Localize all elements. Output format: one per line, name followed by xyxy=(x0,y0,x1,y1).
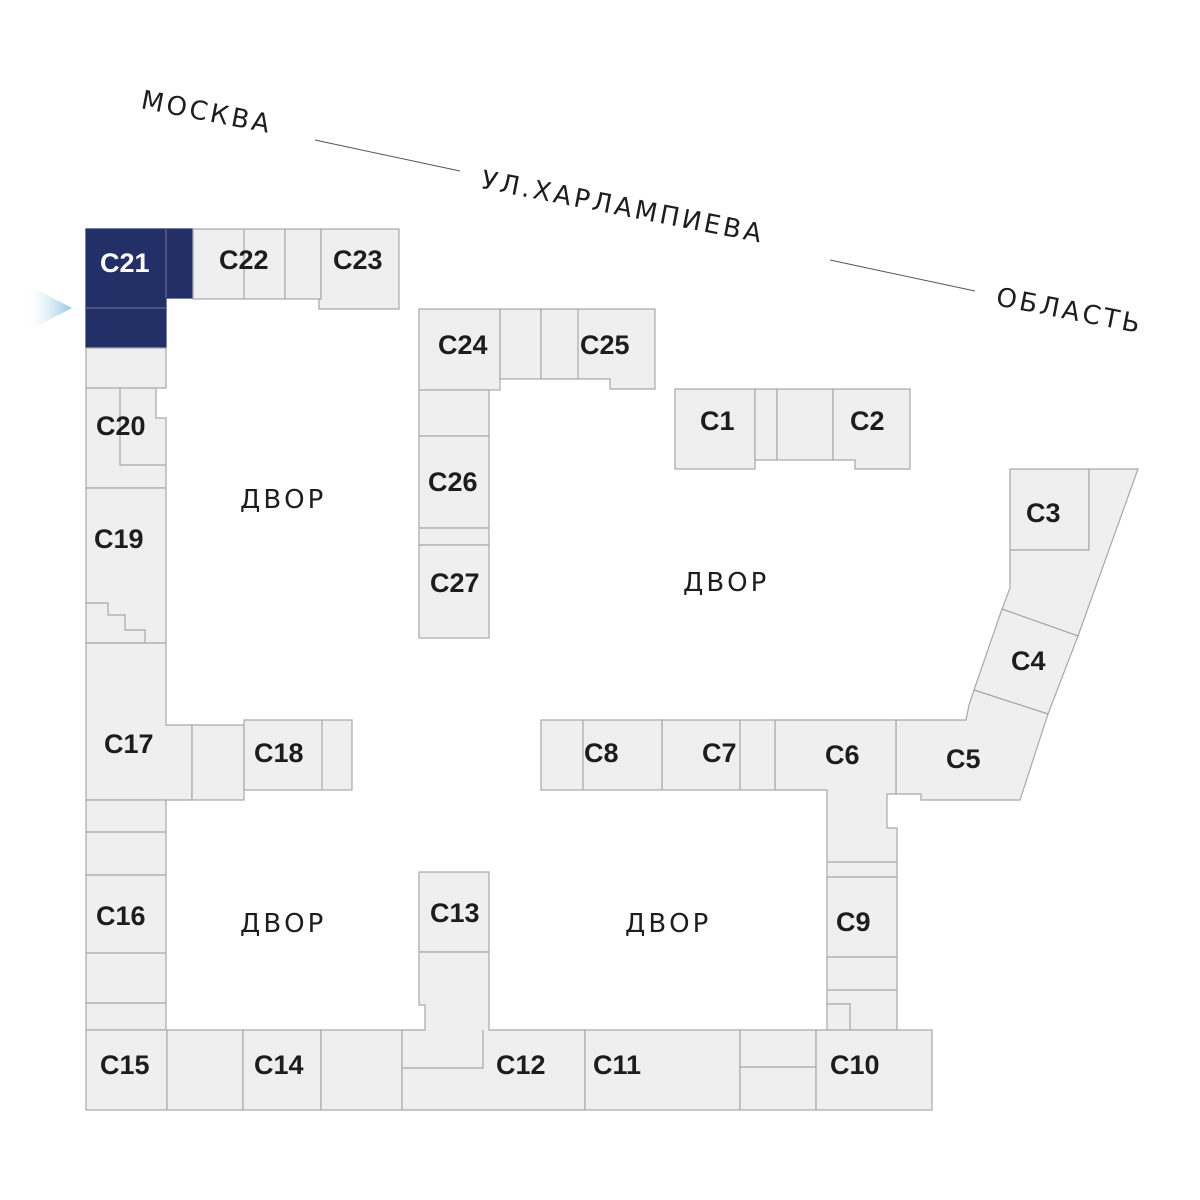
unit-corridor xyxy=(826,1003,851,1031)
unit-c24[interactable] xyxy=(418,308,501,391)
unit-c27[interactable] xyxy=(418,544,490,639)
unit-labels: С21 С22 С23 С24 С25 С1 С2 С20 С26 С19 С3… xyxy=(94,245,1061,1080)
yard-label-south: ДВОР xyxy=(625,909,711,939)
unit-label-c23: С23 xyxy=(333,245,383,275)
unit-corridor xyxy=(85,799,167,876)
unit-c19[interactable] xyxy=(85,487,167,644)
unit-label-c20: С20 xyxy=(96,411,146,441)
unit-label-c16: С16 xyxy=(96,901,146,931)
unit-label-c17: С17 xyxy=(104,729,154,759)
unit-c5[interactable] xyxy=(895,689,1049,801)
unit-c3[interactable] xyxy=(1009,468,1090,551)
unit-label-c26: С26 xyxy=(428,467,478,497)
east-block xyxy=(674,388,911,470)
unit-c18[interactable] xyxy=(243,719,353,791)
unit-label-c8: С8 xyxy=(584,738,619,768)
south-wing xyxy=(85,871,933,1111)
yard-label-nw: ДВОР xyxy=(240,485,326,515)
east-wing xyxy=(540,468,1139,1031)
unit-label-c3: С3 xyxy=(1026,498,1061,528)
north-wing xyxy=(192,228,400,310)
street-divider xyxy=(314,139,461,172)
unit-label-c7: С7 xyxy=(702,738,737,768)
street-label-region: ОБЛАСТЬ xyxy=(994,282,1146,340)
unit-label-c12: С12 xyxy=(496,1050,546,1080)
unit-label-c10: С10 xyxy=(830,1050,880,1080)
unit-label-c1: С1 xyxy=(700,406,735,436)
unit-label-c25: С25 xyxy=(580,330,630,360)
unit-corridor xyxy=(418,389,490,437)
street-label-moscow: МОСКВА xyxy=(139,85,275,140)
unit-corridor xyxy=(284,228,322,300)
unit-c21[interactable] xyxy=(85,228,194,349)
unit-corridor xyxy=(320,1029,403,1111)
unit-c25[interactable] xyxy=(540,308,656,390)
unit-corridor xyxy=(776,388,834,461)
unit-label-c13: С13 xyxy=(430,898,480,928)
unit-label-c14: С14 xyxy=(254,1050,304,1080)
unit-label-c2: С2 xyxy=(850,406,885,436)
unit-corridor xyxy=(754,388,778,461)
unit-c13[interactable] xyxy=(418,871,490,953)
unit-label-c19: С19 xyxy=(94,524,144,554)
unit-c17[interactable] xyxy=(85,642,193,801)
unit-divider xyxy=(402,1030,484,1069)
unit-label-c5: С5 xyxy=(946,744,981,774)
unit-label-c22: С22 xyxy=(219,245,269,275)
unit-corridor xyxy=(166,1029,244,1111)
yard-label-center: ДВОР xyxy=(683,568,769,598)
unit-label-c9: С9 xyxy=(836,907,871,937)
unit-c22[interactable] xyxy=(192,228,286,300)
unit-label-c15: С15 xyxy=(100,1050,150,1080)
unit-c10[interactable] xyxy=(815,1029,933,1111)
unit-c23[interactable] xyxy=(318,228,400,310)
street-line: МОСКВА УЛ.ХАРЛАМПИЕВА ОБЛАСТЬ xyxy=(139,85,1146,340)
west-wing xyxy=(85,228,353,1031)
street-label-name: УЛ.ХАРЛАМПИЕВА xyxy=(479,165,767,249)
unit-label-c24: С24 xyxy=(438,330,488,360)
yard-labels: ДВОР ДВОР ДВОР ДВОР xyxy=(240,485,769,939)
unit-c17-annex[interactable] xyxy=(191,724,245,801)
unit-label-c21: С21 xyxy=(100,248,150,278)
unit-c2[interactable] xyxy=(832,388,911,470)
unit-c11[interactable] xyxy=(584,1029,741,1111)
unit-label-c18: С18 xyxy=(254,738,304,768)
unit-c14[interactable] xyxy=(242,1029,322,1111)
unit-c12[interactable] xyxy=(401,951,586,1111)
street-divider xyxy=(829,259,976,292)
unit-label-c4: С4 xyxy=(1011,646,1046,676)
unit-c26[interactable] xyxy=(418,435,490,529)
stair-icon xyxy=(86,602,146,643)
unit-label-c11: С11 xyxy=(593,1050,641,1080)
center-block xyxy=(418,308,656,639)
unit-divider xyxy=(119,388,166,466)
unit-corridor xyxy=(499,308,542,380)
unit-corridor xyxy=(739,1029,817,1111)
unit-corridor xyxy=(1001,468,1139,637)
unit-label-c6: С6 xyxy=(825,740,860,770)
pointer-arrow-icon xyxy=(28,285,72,331)
unit-corridor xyxy=(418,527,490,546)
unit-c8[interactable] xyxy=(540,719,663,791)
unit-label-c27: С27 xyxy=(430,568,480,598)
unit-c15[interactable] xyxy=(85,1029,168,1111)
unit-c1[interactable] xyxy=(674,388,756,470)
yard-label-sw: ДВОР xyxy=(240,909,326,939)
unit-c7[interactable] xyxy=(661,719,776,791)
